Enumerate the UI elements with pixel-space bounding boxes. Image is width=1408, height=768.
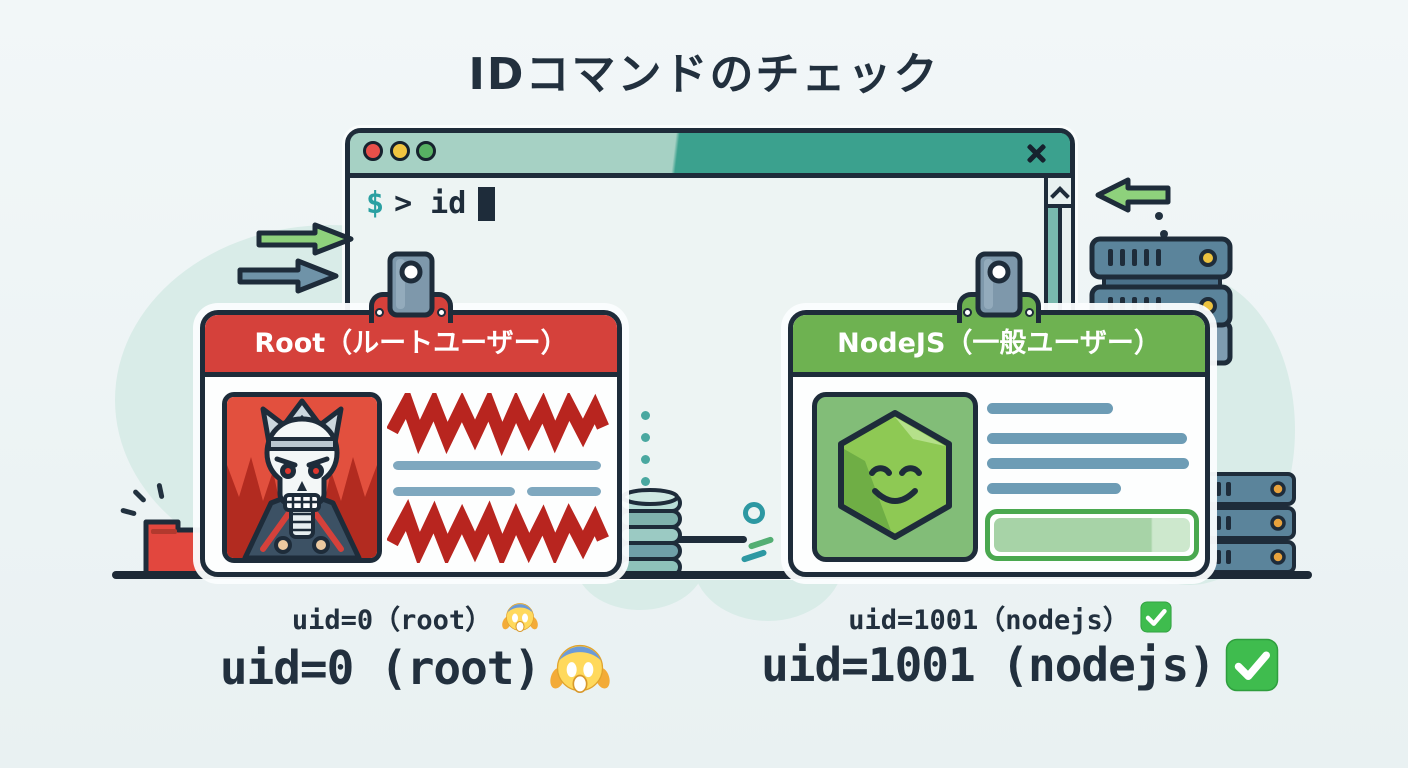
clip-rivet	[963, 308, 972, 317]
circle-doodle-icon	[743, 502, 765, 524]
emphasis-mark	[120, 507, 137, 517]
card-text-line	[987, 433, 1187, 444]
result-root-large-text: uid=0 (root)	[219, 641, 541, 695]
dotted-line-dot	[641, 477, 650, 486]
emphasis-mark	[132, 488, 147, 504]
root-card-scribbles	[387, 393, 609, 563]
skull-king-icon	[227, 397, 377, 558]
scroll-up-button[interactable]	[1048, 178, 1071, 208]
nodejs-hexagon-icon	[838, 410, 952, 540]
arrow-right-green-icon	[256, 222, 354, 256]
card-text-line	[987, 458, 1189, 469]
clip-rivet	[375, 308, 384, 317]
cursor-block	[478, 186, 496, 221]
connector-line	[665, 536, 747, 543]
check-emoji-icon	[1140, 601, 1172, 633]
traffic-light-red-icon[interactable]	[363, 141, 383, 161]
badge-card-nodejs: NodeJS（一般ユーザー）	[788, 310, 1210, 577]
result-root-large: uid=0 (root)	[120, 636, 710, 700]
card-text-line	[987, 483, 1121, 494]
typed-command: > id	[394, 186, 467, 221]
result-nodejs-large-text: uid=1001 (nodejs)	[761, 638, 1216, 692]
arrow-right-blue-icon	[237, 258, 339, 294]
dotted-line-dot	[641, 433, 650, 442]
ground-line	[112, 571, 1312, 579]
result-nodejs-large: uid=1001 (nodejs)	[720, 633, 1320, 697]
dotted-line-dot	[641, 455, 650, 464]
nodejs-avatar	[812, 392, 978, 562]
result-nodejs-small-text: uid=1001（nodejs）	[848, 604, 1130, 636]
page-title: IDコマンドのチェック	[468, 49, 940, 100]
terminal-titlebar	[350, 133, 1070, 178]
server-stack-bottom-icon	[1204, 472, 1296, 574]
traffic-light-green-icon[interactable]	[416, 141, 436, 161]
badge-clip-icon	[387, 251, 435, 318]
card-field-bar	[985, 509, 1199, 561]
scream-emoji-icon	[502, 603, 538, 632]
traffic-light-yellow-icon[interactable]	[390, 141, 410, 161]
arrow-left-green-icon	[1095, 177, 1171, 213]
close-button[interactable]	[1022, 139, 1050, 167]
card-text-line	[987, 403, 1113, 414]
arrow-trail-dot	[1155, 212, 1163, 220]
arrow-trail-dot	[1160, 230, 1168, 238]
terminal-prompt[interactable]: $ > id	[366, 186, 496, 221]
result-root-small: uid=0（root）	[160, 596, 670, 638]
clip-rivet	[437, 308, 446, 317]
coin-stack-icon	[618, 488, 682, 577]
root-avatar	[222, 392, 382, 563]
card-field-fill	[994, 518, 1190, 552]
dotted-line-dot	[641, 411, 650, 420]
prompt-symbol: $	[366, 186, 385, 221]
scream-emoji-icon	[550, 644, 610, 693]
badge-root-title: Root（ルートユーザー）	[205, 315, 617, 377]
result-root-small-text: uid=0（root）	[291, 604, 493, 636]
badge-clip-icon	[975, 251, 1023, 318]
clip-rivet	[1025, 308, 1034, 317]
result-nodejs-small: uid=1001（nodejs）	[740, 596, 1280, 638]
badge-nodejs-title: NodeJS（一般ユーザー）	[793, 315, 1205, 377]
badge-card-root: Root（ルートユーザー）	[200, 310, 622, 577]
chevron-up-icon	[1050, 186, 1070, 206]
check-emoji-icon	[1225, 638, 1279, 692]
